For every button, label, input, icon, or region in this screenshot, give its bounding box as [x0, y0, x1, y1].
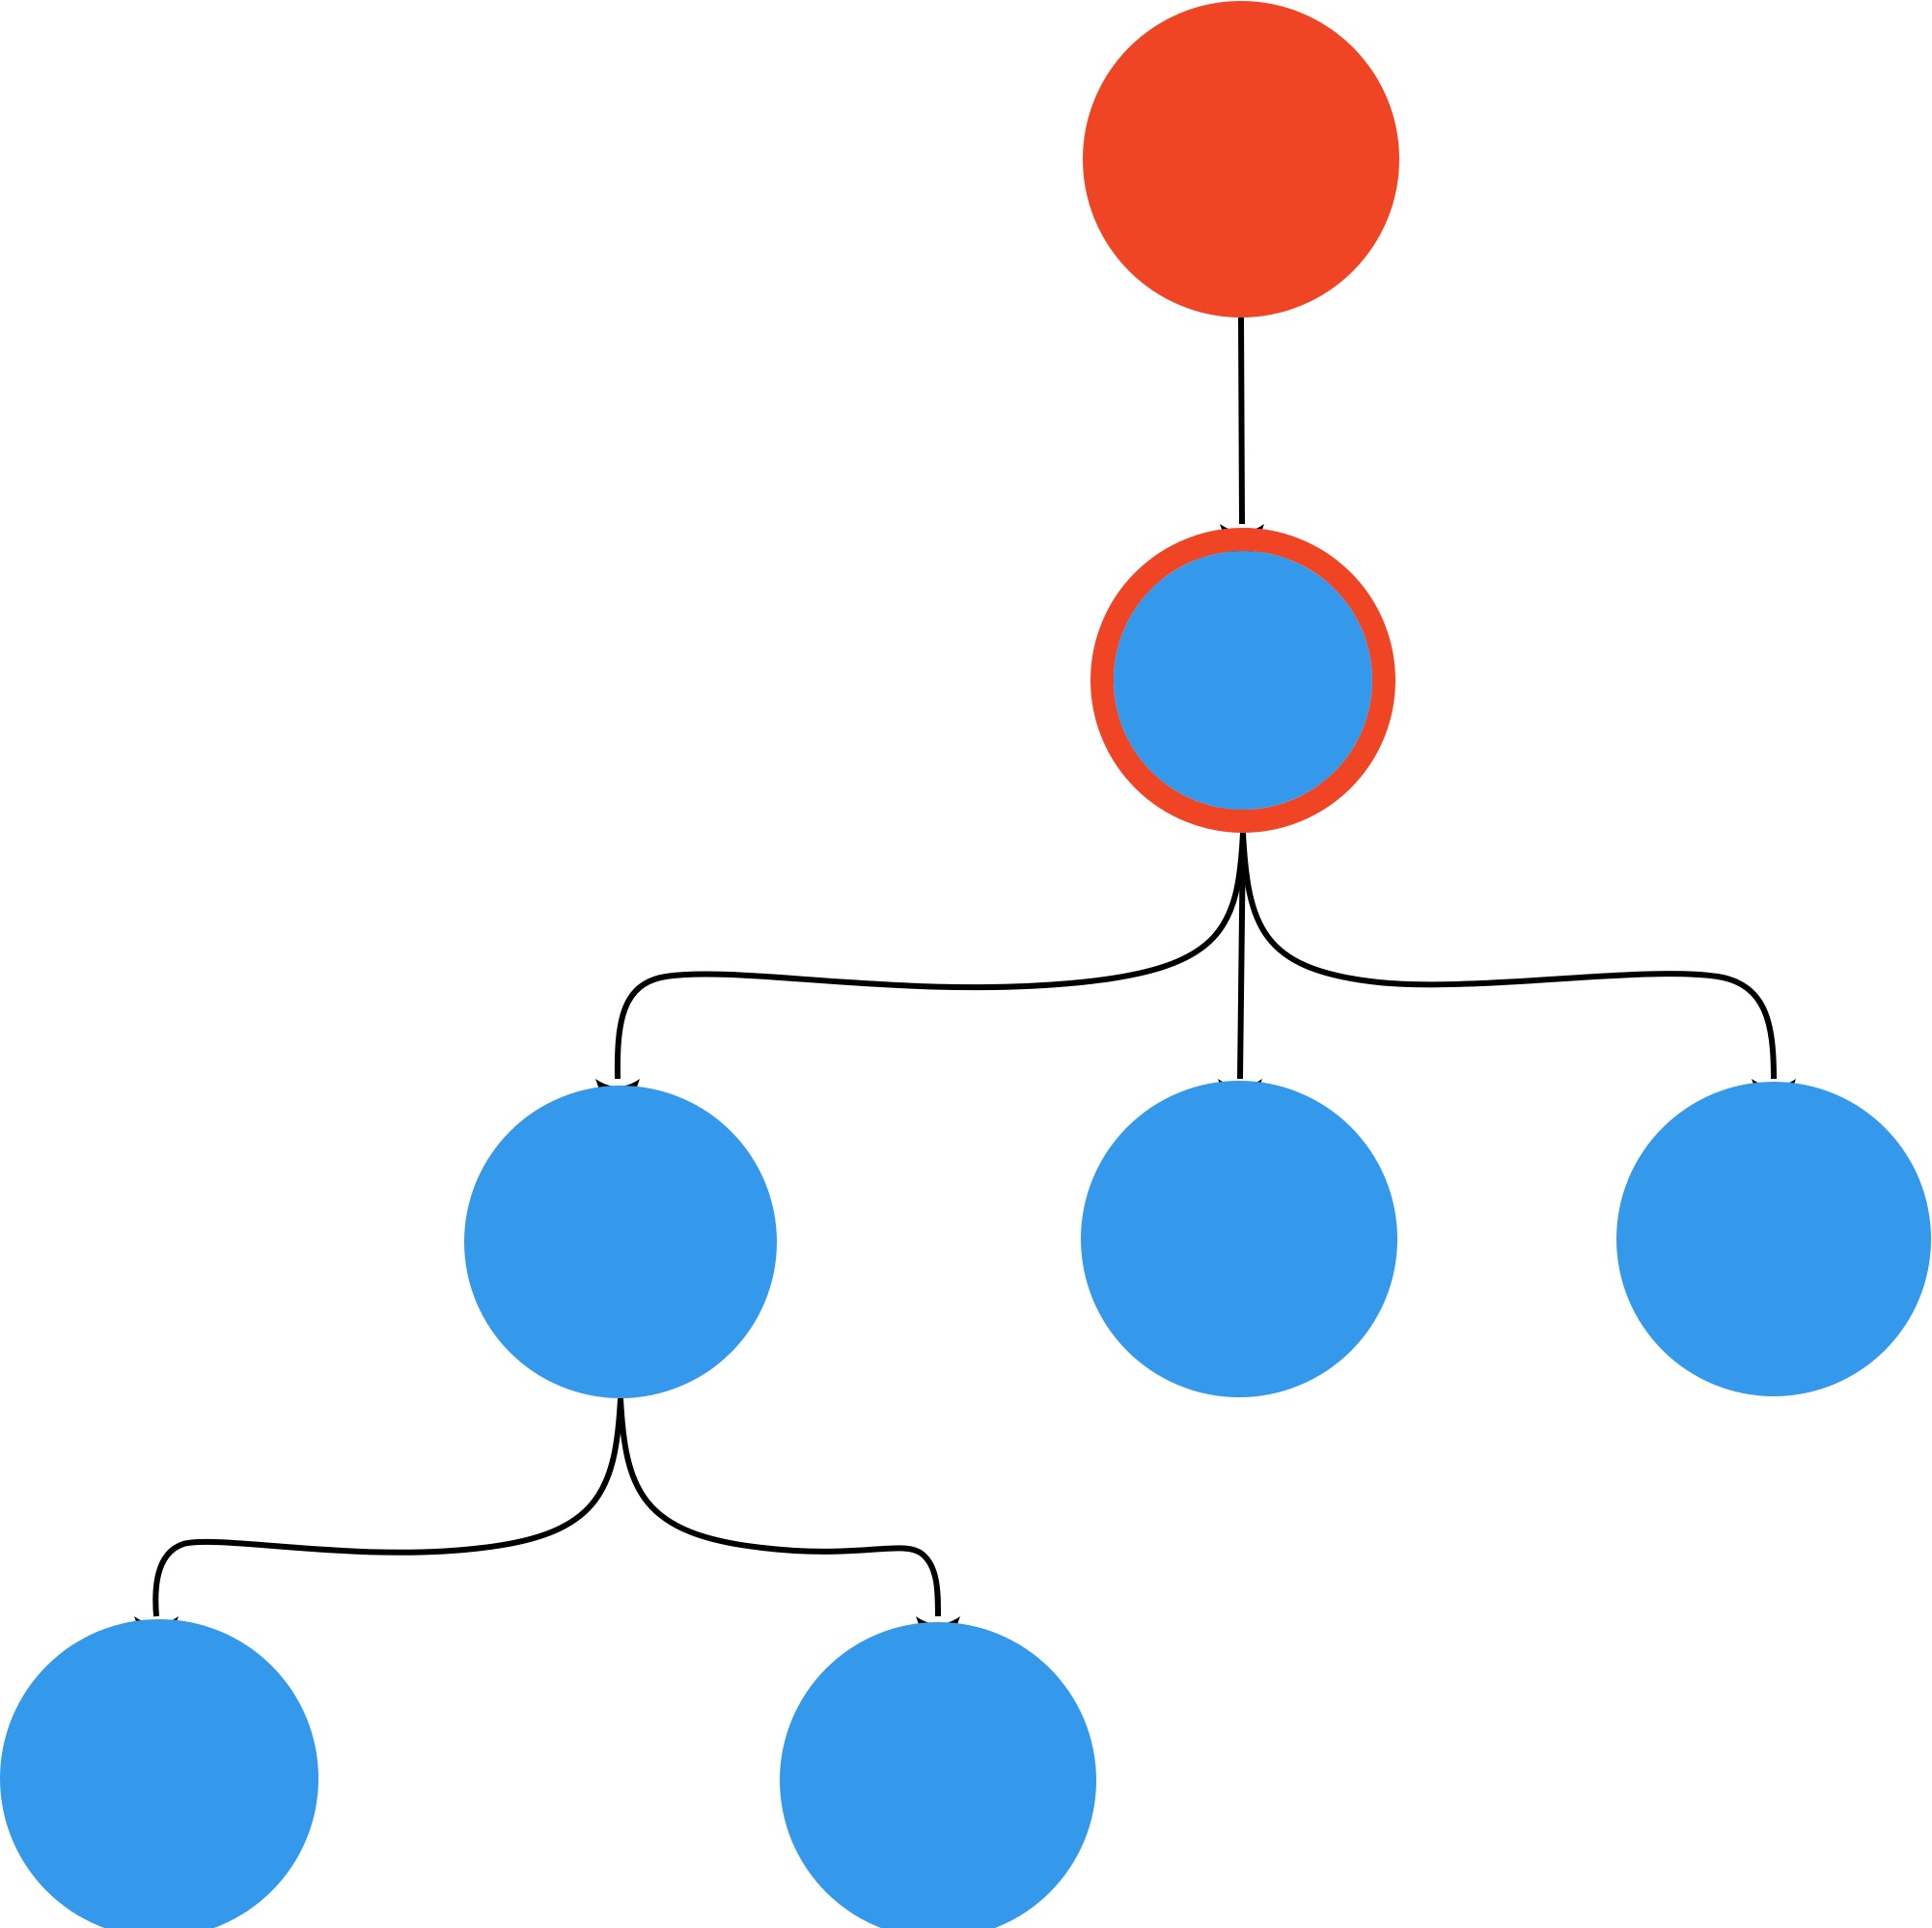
edge-line	[152, 1397, 623, 1617]
node-body	[464, 1086, 777, 1398]
node-n3[interactable]	[1081, 1081, 1397, 1397]
node-body	[1616, 1082, 1931, 1396]
node-n6[interactable]	[780, 1622, 1096, 1928]
node-selection-ring	[1090, 528, 1395, 833]
edge-line	[614, 832, 1246, 1080]
node-body	[1114, 551, 1372, 810]
node-body	[1083, 1, 1399, 317]
node-body	[780, 1622, 1096, 1928]
node-body	[1081, 1081, 1397, 1397]
edge-line	[1240, 832, 1777, 1080]
node-n0[interactable]	[1083, 1, 1399, 317]
edge-line	[618, 1397, 941, 1617]
edge-line	[1237, 832, 1246, 1080]
node-n4[interactable]	[1616, 1082, 1931, 1396]
node-n2[interactable]	[464, 1086, 777, 1398]
node-n5[interactable]	[0, 1619, 318, 1928]
edge-line	[1238, 317, 1245, 525]
node-n1[interactable]	[1090, 528, 1395, 833]
node-body	[0, 1619, 318, 1928]
